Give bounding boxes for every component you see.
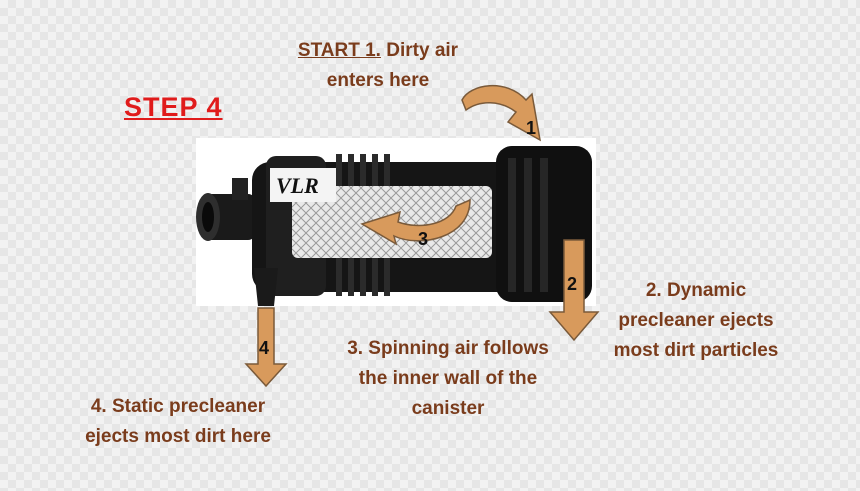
arrow-2-number: 2 [567, 274, 578, 294]
start-prefix: START 1. [297, 40, 381, 61]
step-title: STEP 4 [124, 92, 223, 122]
device-logo: VLR [276, 173, 319, 198]
arrow-1-number: 1 [526, 118, 537, 138]
dynamic-line2: precleaner ejects [618, 310, 774, 331]
arrow-3-curved [360, 198, 471, 246]
dynamic-line3: most dirt particles [613, 340, 779, 361]
arrow-4-down [244, 307, 288, 388]
static-line1: 4. Static precleaner [90, 396, 266, 417]
start-line1: Dirty air [386, 40, 459, 61]
start-line2: enters here [326, 70, 430, 91]
dynamic-line1: 2. Dynamic [645, 280, 747, 301]
arrow-2-down [548, 239, 600, 342]
spinning-line3: canister [411, 398, 485, 419]
spinning-label: 3. Spinning air follows the inner wall o… [328, 334, 568, 424]
static-label: 4. Static precleaner ejects most dirt he… [66, 392, 290, 452]
arrow-1-curved [461, 85, 542, 142]
arrow-3-number: 3 [418, 229, 429, 249]
start-label: START 1. Dirty air enters here [278, 36, 478, 96]
spinning-line1: 3. Spinning air follows [347, 338, 549, 359]
dynamic-label: 2. Dynamic precleaner ejects most dirt p… [596, 276, 796, 366]
static-line2: ejects most dirt here [85, 426, 271, 447]
arrow-4-number: 4 [259, 338, 270, 358]
spinning-line2: the inner wall of the [358, 368, 538, 389]
